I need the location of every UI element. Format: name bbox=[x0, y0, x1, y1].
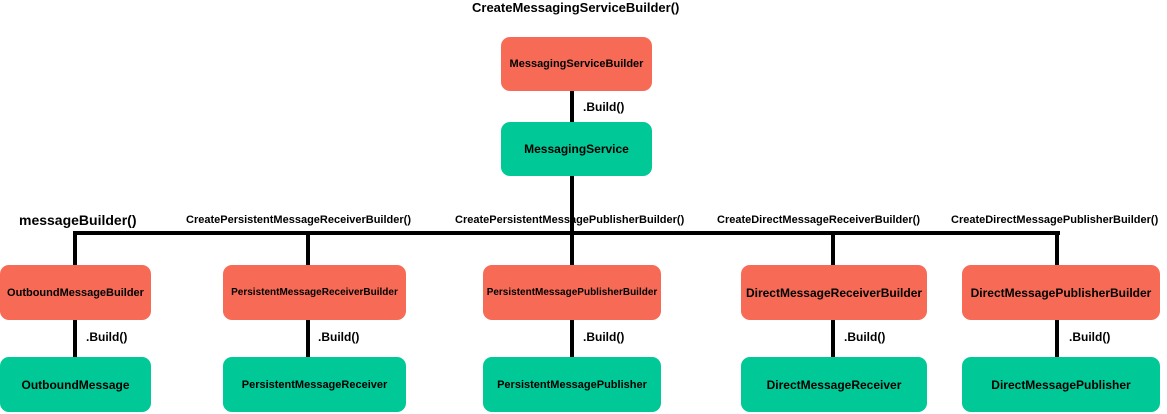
direct-message-publisher-node: DirectMessagePublisher bbox=[962, 357, 1160, 412]
branch-5-build-call-label: .Build() bbox=[1069, 330, 1111, 344]
direct-message-publisher-builder-node: DirectMessagePublisherBuilder bbox=[962, 265, 1160, 320]
persistent-message-receiver-builder-node: PersistentMessageReceiverBuilder bbox=[223, 265, 406, 320]
factory-call-label: CreateMessagingServiceBuilder() bbox=[472, 0, 680, 15]
branch-3-call-label: CreatePersistentMessagePublisherBuilder(… bbox=[455, 214, 685, 226]
branch-1-build-call-label: .Build() bbox=[86, 330, 128, 344]
persistent-message-receiver-node: PersistentMessageReceiver bbox=[223, 357, 406, 412]
branch-2-build-call-label: .Build() bbox=[318, 330, 360, 344]
messaging-service-node: MessagingService bbox=[501, 122, 652, 176]
branch-2-call-label: CreatePersistentMessageReceiverBuilder() bbox=[186, 214, 411, 226]
persistent-message-publisher-node: PersistentMessagePublisher bbox=[483, 357, 661, 412]
direct-message-receiver-builder-node: DirectMessageReceiverBuilder bbox=[741, 265, 927, 320]
branch-5-call-label: CreateDirectMessagePublisherBuilder() bbox=[951, 214, 1159, 226]
connector-horizontal-bus bbox=[73, 231, 1060, 235]
direct-message-receiver-node: DirectMessageReceiver bbox=[741, 357, 927, 412]
service-build-call-label: .Build() bbox=[583, 100, 625, 114]
outbound-message-builder-node: OutboundMessageBuilder bbox=[0, 265, 151, 320]
branch-3-build-call-label: .Build() bbox=[583, 330, 625, 344]
outbound-message-node: OutboundMessage bbox=[0, 357, 151, 412]
persistent-message-publisher-builder-node: PersistentMessagePublisherBuilder bbox=[483, 265, 661, 320]
branch-4-call-label: CreateDirectMessageReceiverBuilder() bbox=[717, 214, 920, 226]
messaging-service-builder-node: MessagingServiceBuilder bbox=[501, 37, 652, 91]
branch-4-build-call-label: .Build() bbox=[844, 330, 886, 344]
branch-1-call-label: messageBuilder() bbox=[19, 212, 137, 228]
